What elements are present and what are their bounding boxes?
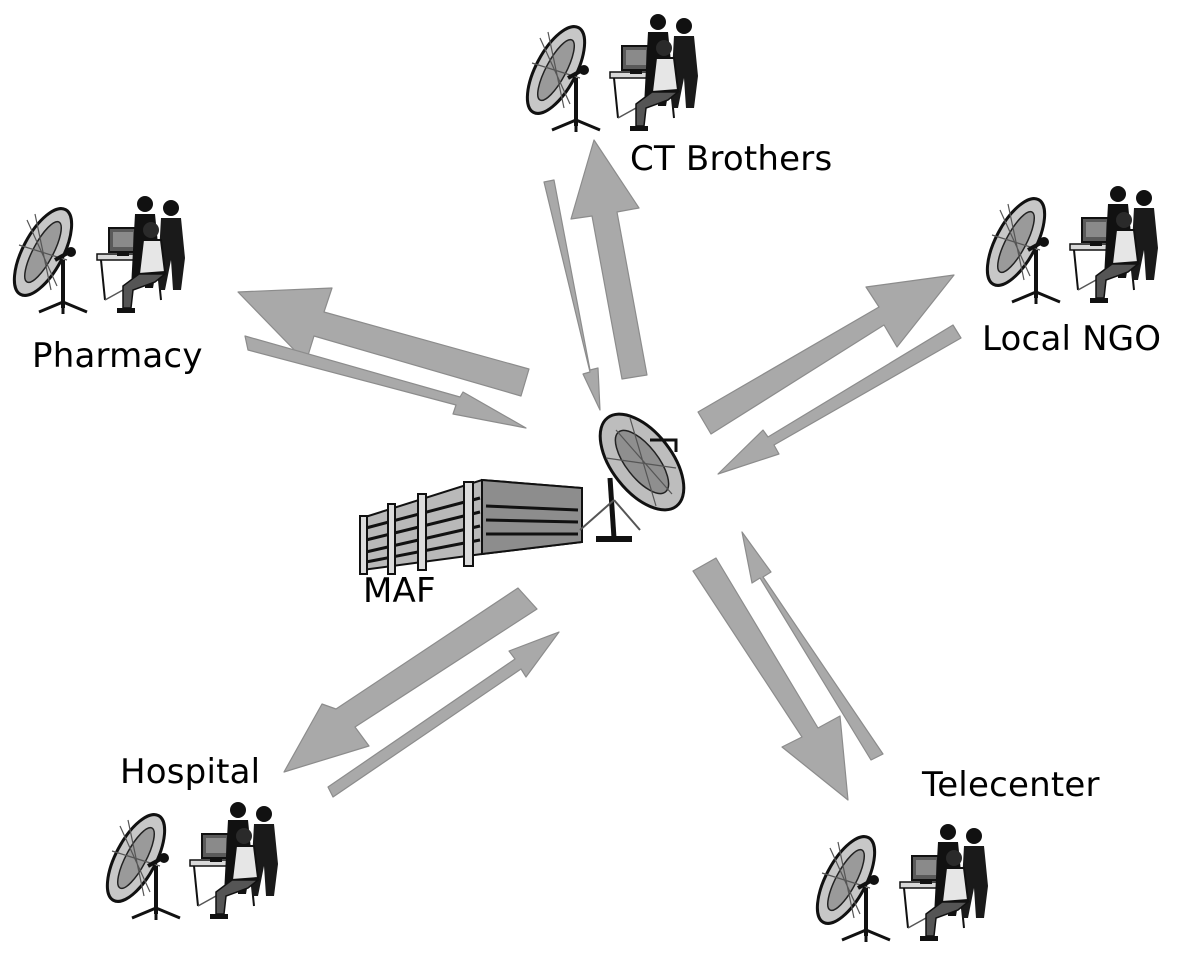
satellite-dish-icon	[579, 412, 686, 542]
arrow-pharmacy-to-maf	[244, 335, 527, 429]
arrow-maf-to-ct-brothers	[570, 139, 648, 380]
arrow-hospital-to-maf	[327, 631, 560, 798]
arrow-maf-to-pharmacy	[237, 287, 530, 397]
hospital-label: Hospital	[120, 752, 260, 792]
maf-label: MAF	[363, 571, 436, 611]
node-pharmacy: Pharmacy	[0, 194, 203, 376]
link-arrows	[237, 139, 962, 801]
arrow-local-ngo-to-maf	[717, 324, 962, 475]
pharmacy-label: Pharmacy	[32, 336, 203, 376]
node-ct-brothers: CT Brothers	[513, 12, 832, 179]
node-local-ngo: Local NGO	[973, 184, 1161, 359]
telecenter-label: Telecenter	[921, 765, 1100, 805]
ct-brothers-station-icon	[513, 12, 700, 134]
arrow-ct-brothers-to-maf	[543, 179, 601, 411]
node-hospital: Hospital	[93, 752, 280, 922]
ct-brothers-label: CT Brothers	[630, 139, 832, 179]
node-telecenter: Telecenter	[803, 765, 1100, 944]
arrow-maf-to-local-ngo	[697, 274, 955, 435]
local-ngo-label: Local NGO	[982, 319, 1161, 359]
arrow-maf-to-hospital	[283, 587, 538, 773]
maf-hub: MAF	[358, 412, 686, 611]
arrow-telecenter-to-maf	[741, 531, 884, 761]
pharmacy-station-icon	[0, 194, 188, 316]
local-ngo-station-icon	[973, 184, 1160, 306]
arrow-maf-to-telecenter	[692, 557, 849, 801]
telecenter-station-icon	[803, 822, 990, 944]
hospital-station-icon	[93, 800, 280, 922]
office-building-icon	[358, 478, 584, 576]
